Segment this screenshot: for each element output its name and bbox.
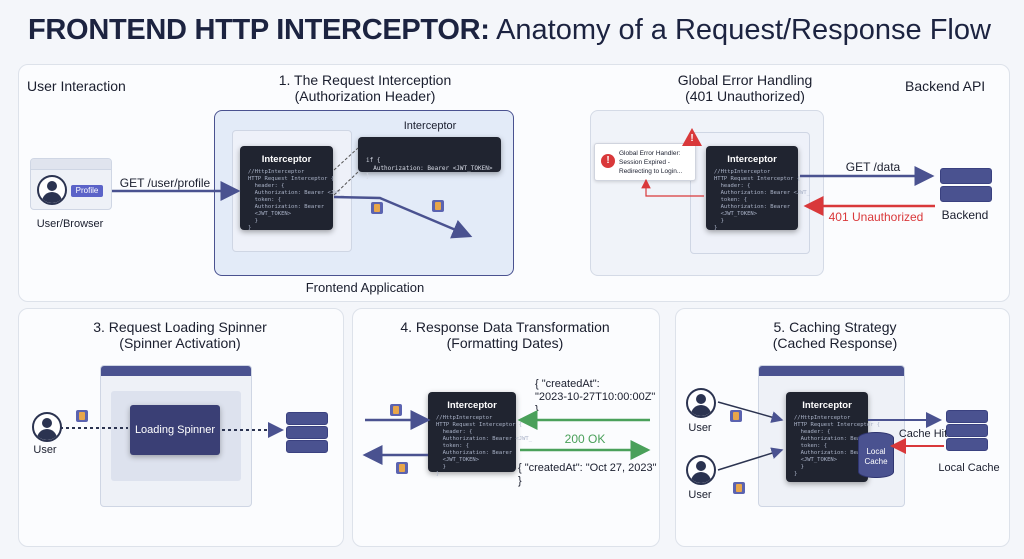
- warning-icon: !: [601, 154, 615, 168]
- server-icon: [286, 412, 328, 425]
- alert-triangle-mark: !: [690, 133, 694, 144]
- backend-api-label: Backend API: [905, 78, 986, 94]
- interceptor-callout-label: Interceptor: [403, 120, 457, 132]
- envelope-icon: [733, 482, 745, 494]
- unauthorized-label: 401 Unauthorized: [828, 210, 924, 224]
- envelope-icon: [396, 462, 408, 474]
- browser-window: Profile: [30, 158, 112, 210]
- frontend-application-label: Frontend Application: [305, 280, 425, 295]
- cache-section-title: 5. Caching Strategy(Cached Response): [772, 319, 898, 351]
- envelope-icon: [76, 410, 88, 422]
- cache-hit-label: Cache Hit: [898, 428, 948, 440]
- spinner-section-title: 3. Request Loading Spinner(Spinner Activ…: [93, 319, 267, 351]
- envelope-icon: [432, 200, 444, 212]
- server-icon: [286, 426, 328, 439]
- get-data-label: GET /data: [845, 160, 901, 174]
- user-label: User: [33, 444, 57, 456]
- interceptor-code-block: Interceptor //HttpInterceptor HTTP Reque…: [240, 146, 344, 231]
- server-icon: [940, 168, 992, 184]
- get-profile-label: GET /user/profile: [119, 176, 211, 190]
- user-browser-label: User/Browser: [36, 218, 104, 230]
- user-label: User: [688, 422, 712, 434]
- outgoing-request-arrow: [333, 195, 473, 239]
- request-section-title: 1. The Request Interception(Authorizatio…: [278, 72, 452, 104]
- interceptor-callout-code: if { Authorization: Bearer <JWT_TOKEN>}: [358, 137, 501, 180]
- server-icon: [940, 186, 992, 202]
- user-avatar: [686, 388, 716, 418]
- error-message-text: Global Error Handler:Session Expired -Re…: [619, 150, 683, 175]
- page-title: FRONTEND HTTP INTERCEPTOR: Anatomy of a …: [28, 14, 991, 46]
- server-icon: [946, 438, 988, 451]
- transform-interceptor-code: Interceptor //HttpInterceptor HTTP Reque…: [428, 392, 532, 477]
- cache-request-arrow: [717, 447, 784, 471]
- callout-line: [333, 147, 359, 171]
- user-avatar: [37, 175, 67, 205]
- local-cache-label: Local Cache: [938, 462, 1000, 474]
- error-interceptor-code-block: Interceptor //HttpInterceptor HTTP Reque…: [706, 146, 810, 231]
- json-input: { "createdAt":"2023-10-27T10:00:00Z"}: [535, 378, 656, 416]
- server-icon: [946, 410, 988, 423]
- json-output: { "createdAt": "Oct 27, 2023"}: [518, 462, 657, 487]
- top-panel: [18, 64, 1010, 302]
- server-icon: [286, 440, 328, 453]
- backend-label: Backend: [941, 208, 989, 222]
- cache-request-arrow: [717, 401, 784, 423]
- alert-triangle-icon: [682, 128, 702, 146]
- server-icon: [946, 424, 988, 437]
- error-redirect-arrow: [641, 178, 704, 197]
- loading-spinner-overlay: Loading Spinner: [130, 405, 220, 455]
- transform-section-title: 4. Response Data Transformation(Formatti…: [400, 319, 610, 351]
- user-interaction-label: User Interaction: [27, 78, 126, 94]
- status-200-label: 200 OK: [564, 432, 606, 446]
- error-message-box: ! Global Error Handler:Session Expired -…: [594, 143, 696, 181]
- profile-button[interactable]: Profile: [71, 185, 103, 197]
- user-label: User: [688, 489, 712, 501]
- user-avatar: [686, 455, 716, 485]
- callout-line: [333, 171, 359, 196]
- user-avatar: [32, 412, 62, 442]
- cache-interceptor-code: Interceptor //HttpInterceptor HTTP Reque…: [786, 392, 890, 482]
- envelope-icon: [390, 404, 402, 416]
- envelope-icon: [371, 202, 383, 214]
- browser-titlebar: [31, 159, 111, 170]
- error-section-title: Global Error Handling(401 Unauthorized): [677, 72, 813, 104]
- envelope-icon: [730, 410, 742, 422]
